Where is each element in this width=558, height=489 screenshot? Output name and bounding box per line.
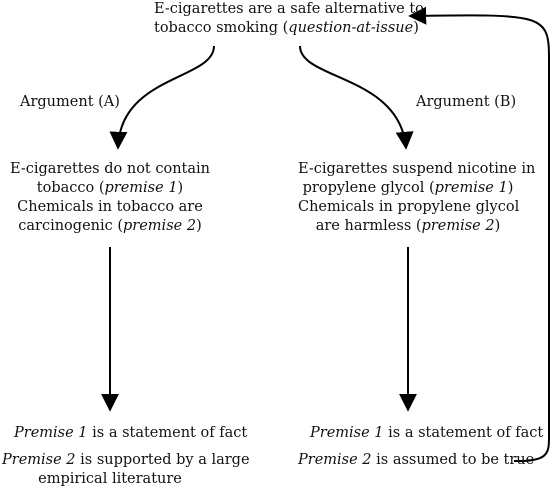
question-line-2: tobacco smoking (question-at-issue) <box>154 20 419 36</box>
b-premise-2-line-1: Chemicals in propylene glycol <box>298 199 520 215</box>
b-premise-2-line-2: are harmless (premise 2) <box>315 218 501 234</box>
argument-a-premises: E-cigarettes do not contain tobacco (pre… <box>10 160 210 236</box>
a-evaluation-premise-2: Premise 2 is supported by a large empiri… <box>2 452 250 487</box>
a-premise-2-line-2: carcinogenic (premise 2) <box>18 218 202 234</box>
arrow-feedback-loop <box>408 6 551 463</box>
b-premise-1-line-2: propylene glycol (premise 1) <box>302 180 514 196</box>
argument-a-label: Argument (A) <box>20 94 120 110</box>
a-premise-2-line-1: Chemicals in tobacco are <box>17 199 203 215</box>
question-line-1: E-cigarettes are a safe alternative to <box>154 1 424 17</box>
question-at-issue: E-cigarettes are a safe alternative to t… <box>154 0 424 38</box>
arrow-question-to-a <box>109 45 215 150</box>
b-premise-1-line-1: E-cigarettes suspend nicotine in <box>298 161 536 177</box>
b-evaluation-premise-1: Premise 1 is a statement of fact <box>310 425 544 441</box>
b-evaluation-premise-2: Premise 2 is assumed to be true <box>298 452 535 468</box>
a-evaluation-premise-1: Premise 1 is a statement of fact <box>14 425 248 441</box>
argument-b-label: Argument (B) <box>416 94 517 110</box>
a-premise-1-line-2: tobacco (premise 1) <box>36 180 184 196</box>
a-premise-1-line-1: E-cigarettes do not contain <box>10 161 210 177</box>
argument-b-premises: E-cigarettes suspend nicotine in propyle… <box>298 160 536 236</box>
arrow-question-to-b <box>299 45 414 150</box>
